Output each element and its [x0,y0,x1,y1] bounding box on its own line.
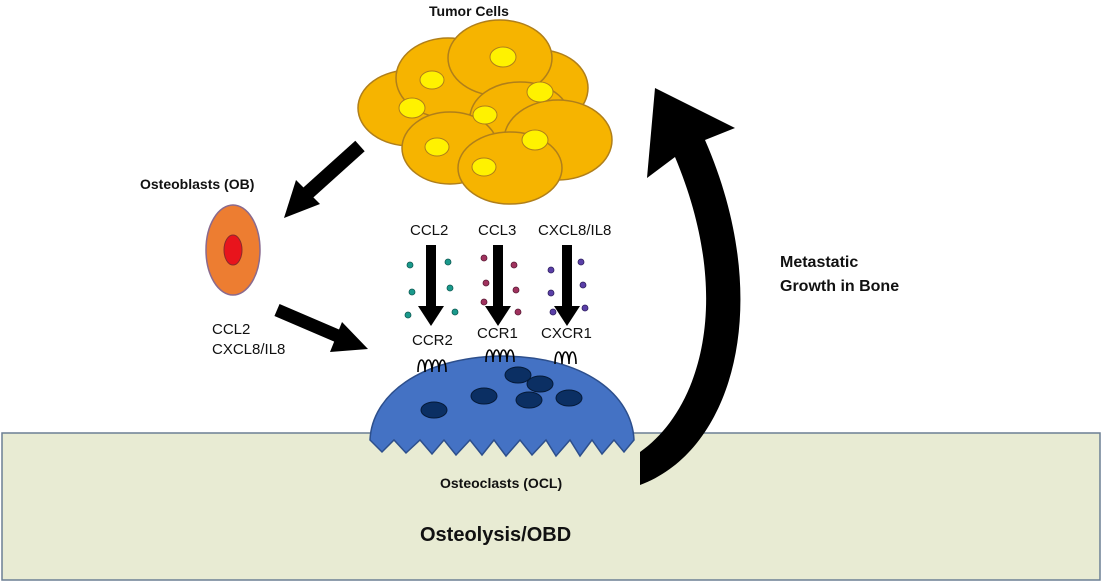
osteoblasts-label: Osteoblasts (OB) [140,176,255,192]
receptor-ccr2-coil [417,359,447,373]
osteoblast-nucleus [223,234,243,266]
arrow-osteoblast-to-osteoclast [274,304,368,352]
tumor-nucleus [398,97,426,119]
ligand-cxcl8-label: CXCL8/IL8 [538,222,612,239]
osteoclast-nuclei [420,366,583,419]
arrow-ccl2 [418,245,444,326]
metastatic-growth-label-line1: Metastatic [780,254,859,271]
osteoclast-nucleus [526,375,554,393]
bone-region [1,432,1101,581]
osteoclast-nucleus [515,391,543,409]
osteoclast-cell [369,355,635,458]
arrow-ccl3 [485,245,511,326]
tumor-nucleus [471,157,497,177]
ccl2-dots [404,258,459,319]
tumor-nucleus [472,105,498,125]
receptor-cxcr1-label: CXCR1 [541,325,592,342]
receptor-cxcr1-coil [554,351,577,365]
osteoclast-nucleus [420,401,448,419]
metastatic-growth-label-line2: Growth in Bone [780,278,900,295]
receptor-ccr1-coil [485,349,515,363]
ccl3-dots [480,254,522,316]
arrow-metastatic-growth [640,88,741,485]
ligand-ccl3-label: CCL3 [478,222,517,239]
osteoclasts-label: Osteoclasts (OCL) [440,475,563,491]
osteoclast-nucleus [555,389,583,407]
receptor-coils [417,349,577,373]
receptor-ccr2-label: CCR2 [412,332,453,349]
tumor-nucleus [489,46,517,68]
tumor-nucleus [521,129,549,151]
tumor-cells-label: Tumor Cells [429,3,509,19]
osteoclast-nucleus [504,366,532,384]
osteolysis-label: Osteolysis/OBD [420,524,572,546]
arrow-tumor-to-osteoblast [284,140,365,218]
chemokine-arrows [418,245,580,326]
cxcl8-dots [547,258,589,316]
tumor-nucleus [526,81,554,103]
ligand-ccl2-label: CCL2 [410,222,449,239]
tumor-nucleus [419,70,445,90]
ob-secreted-ccl2-label: CCL2 [212,321,251,338]
arrow-cxcl8 [554,245,580,326]
tumor-nucleus [424,137,450,157]
receptor-ccr1-label: CCR1 [477,325,518,342]
osteoclast-nucleus [470,387,498,405]
ob-secreted-cxcl8-label: CXCL8/IL8 [212,341,286,358]
tumor-nuclei [398,46,554,177]
